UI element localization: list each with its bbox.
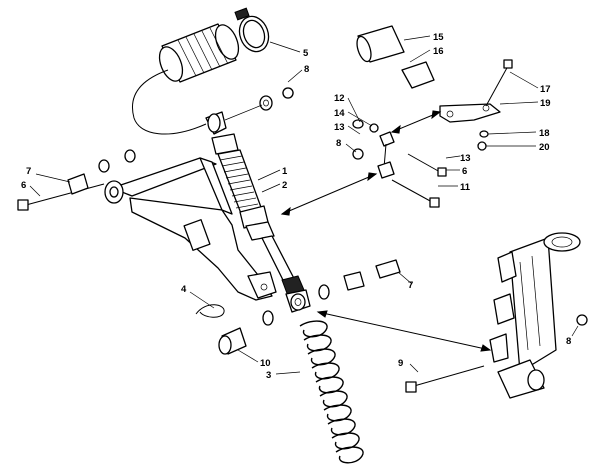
callout-15: 15 bbox=[433, 32, 444, 43]
spindle bbox=[489, 232, 581, 399]
callout-6-left: 6 bbox=[21, 180, 26, 191]
callout-11: 11 bbox=[460, 182, 471, 193]
nut-8-spindle bbox=[576, 314, 588, 326]
callout-7-left: 7 bbox=[26, 166, 31, 177]
callout-19: 19 bbox=[540, 98, 551, 109]
callout-7-right: 7 bbox=[408, 280, 413, 291]
callout-10: 10 bbox=[260, 358, 271, 369]
bushing-7-right bbox=[318, 259, 401, 300]
reservoir bbox=[132, 23, 240, 135]
callout-labels: 1 2 3 4 5 6 6 7 7 8 8 8 9 10 11 12 13 13… bbox=[21, 32, 571, 381]
callout-13-right: 13 bbox=[460, 153, 471, 164]
bolt-17 bbox=[485, 59, 513, 107]
callout-20: 20 bbox=[539, 142, 550, 153]
callout-1: 1 bbox=[282, 166, 288, 177]
bolt-6-left bbox=[17, 183, 105, 211]
bolt-13 bbox=[407, 153, 447, 177]
coil-spring bbox=[299, 320, 364, 464]
bolt-11 bbox=[391, 179, 440, 208]
bushing-7-left bbox=[67, 149, 136, 195]
callout-16: 16 bbox=[433, 46, 444, 57]
callout-2: 2 bbox=[282, 180, 287, 191]
nut-8-link bbox=[352, 119, 379, 160]
callout-6-link: 6 bbox=[462, 166, 467, 177]
callout-5: 5 bbox=[303, 48, 309, 59]
assembly-arrows bbox=[280, 110, 492, 352]
sway-bar-end bbox=[356, 25, 435, 89]
callout-12: 12 bbox=[334, 93, 345, 104]
hose-clamp bbox=[234, 7, 270, 53]
a-arm bbox=[104, 157, 277, 301]
washer-18-20 bbox=[477, 130, 489, 151]
callout-13-left: 13 bbox=[334, 122, 345, 133]
callout-4: 4 bbox=[181, 284, 187, 295]
bolt-9 bbox=[405, 365, 485, 393]
callout-17: 17 bbox=[540, 84, 551, 95]
clip-4 bbox=[195, 304, 225, 318]
nut-8-top bbox=[282, 87, 294, 99]
shock-absorber bbox=[205, 111, 311, 313]
sway-bar-arm bbox=[439, 103, 501, 123]
callout-9: 9 bbox=[398, 358, 403, 369]
callout-8-spindle: 8 bbox=[566, 336, 571, 347]
callout-18: 18 bbox=[539, 128, 550, 139]
callout-8-link: 8 bbox=[336, 138, 341, 149]
leader-lines bbox=[29, 35, 579, 375]
callout-3: 3 bbox=[266, 370, 271, 381]
callout-14: 14 bbox=[334, 108, 345, 119]
bushing-10 bbox=[218, 310, 274, 355]
sway-bar-link bbox=[377, 131, 395, 179]
callout-8-top: 8 bbox=[304, 64, 309, 75]
